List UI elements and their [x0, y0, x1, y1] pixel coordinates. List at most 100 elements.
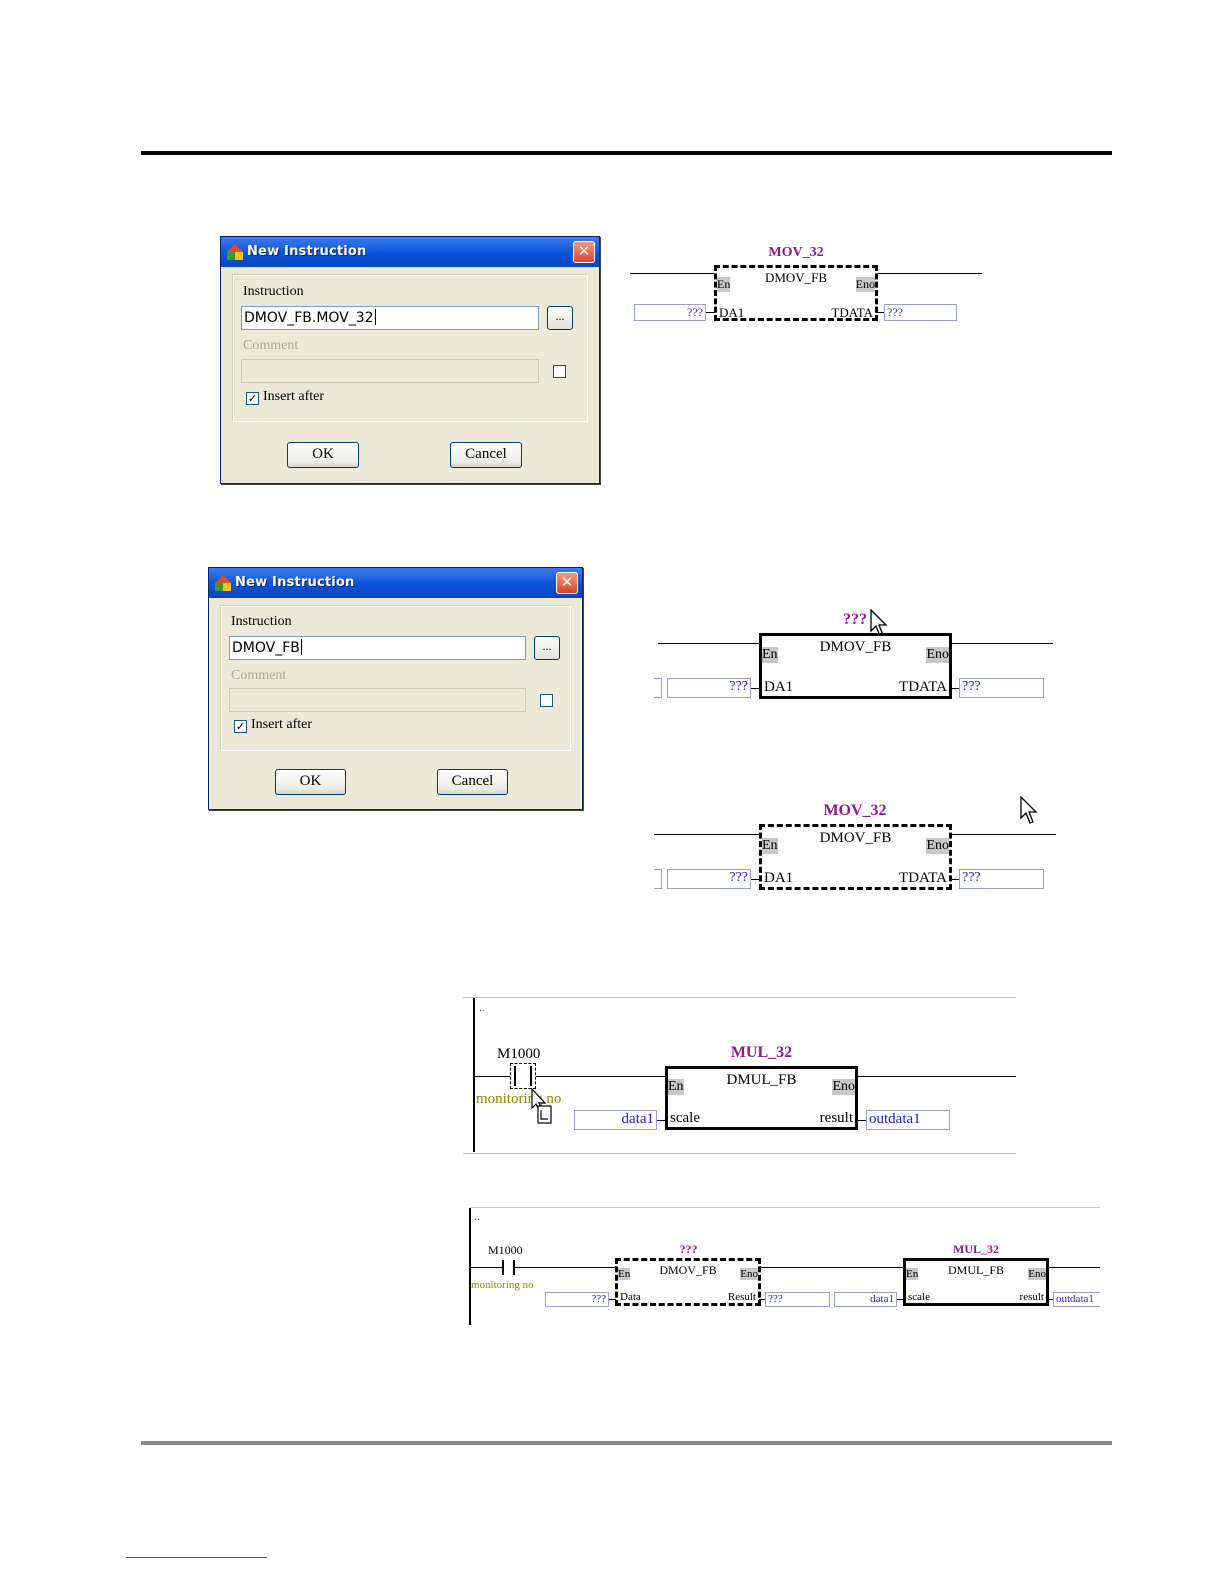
fb-type-name: DMUL_FB — [947, 1263, 1004, 1277]
pin-eno[interactable]: Eno — [926, 647, 949, 663]
pin-in[interactable]: Data — [620, 1291, 641, 1303]
input-param-box[interactable]: ??? — [545, 1292, 609, 1307]
output-param-box[interactable]: ??? — [959, 869, 1044, 889]
left-power-rail — [469, 1208, 471, 1325]
pin-en[interactable]: En — [668, 1079, 684, 1095]
fb-instance-name[interactable]: ??? — [843, 611, 867, 628]
rung-output-wire — [1047, 1267, 1100, 1268]
app-icon — [215, 575, 231, 591]
pin-in[interactable]: DA1 — [719, 305, 745, 320]
ok-button[interactable]: OK — [287, 442, 359, 468]
fb-type-name: DMOV_FB — [659, 1263, 717, 1277]
output-param-box[interactable]: ??? — [959, 678, 1044, 698]
input-param-box[interactable]: data1 — [574, 1110, 657, 1130]
input-param-box[interactable]: ??? — [634, 304, 706, 321]
pin-out[interactable]: TDATA — [899, 679, 947, 695]
close-icon[interactable]: ✕ — [573, 241, 595, 263]
input-param-box[interactable]: ??? — [667, 678, 751, 698]
input-param-wire — [609, 1299, 616, 1300]
network-separator — [463, 1153, 1016, 1154]
function-block-dmov[interactable]: DMOV_FB En Eno DA1 TDATA — [714, 265, 878, 321]
insert-after-checkbox[interactable]: ✓ — [234, 720, 247, 733]
output-param-wire — [876, 312, 885, 313]
dialog-titlebar[interactable]: New Instruction ✕ — [209, 568, 582, 598]
new-instruction-dialog-2: New Instruction ✕ Instruction DMOV_FB ..… — [208, 567, 583, 810]
pin-in[interactable]: DA1 — [764, 679, 794, 695]
network-marker: .. — [479, 1003, 486, 1014]
contact-left-bar — [502, 1260, 504, 1275]
cancel-button[interactable]: Cancel — [450, 442, 522, 468]
dialog-title: New Instruction — [235, 575, 355, 590]
network-separator — [470, 1207, 1100, 1208]
pin-en[interactable]: En — [618, 1268, 631, 1280]
pin-out[interactable]: Result — [727, 1291, 756, 1303]
output-param-wire — [856, 1120, 866, 1121]
comment-checkbox[interactable] — [540, 694, 553, 707]
browse-button[interactable]: ... — [534, 636, 560, 660]
pin-out[interactable]: result — [819, 1110, 853, 1126]
pin-eno[interactable]: Eno — [740, 1268, 758, 1280]
instruction-input-value: DMOV_FB.MOV_32 — [244, 310, 374, 326]
text-caret — [374, 309, 376, 325]
pin-en[interactable]: En — [906, 1268, 919, 1280]
insert-after-checkbox[interactable]: ✓ — [246, 392, 259, 405]
function-block-dmul[interactable]: DMUL_FB En Eno scale result — [903, 1258, 1049, 1306]
pin-en[interactable]: En — [717, 277, 731, 292]
fb-instance-name[interactable]: ??? — [679, 1242, 698, 1256]
contact-address[interactable]: M1000 — [488, 1243, 523, 1257]
browse-button[interactable]: ... — [547, 306, 573, 330]
contact-selection[interactable] — [510, 1063, 536, 1089]
input-param-wire — [657, 1120, 666, 1121]
output-param-box[interactable]: ??? — [765, 1292, 830, 1307]
function-block-dmov[interactable]: DMOV_FB En Eno Data Result — [615, 1258, 761, 1306]
pin-out[interactable]: result — [1019, 1291, 1044, 1303]
fb-instance-name[interactable]: MOV_32 — [768, 245, 824, 260]
pin-in[interactable]: scale — [670, 1110, 700, 1126]
fb-instance-name[interactable]: MUL_32 — [730, 1044, 793, 1061]
comment-checkbox[interactable] — [553, 365, 566, 378]
comment-input[interactable] — [241, 359, 539, 383]
input-param-box[interactable]: ??? — [667, 869, 751, 889]
fb-instance-name[interactable]: MOV_32 — [823, 802, 887, 819]
dialog-titlebar[interactable]: New Instruction ✕ — [221, 237, 599, 267]
pin-in[interactable]: DA1 — [764, 870, 794, 886]
comment-input[interactable] — [229, 688, 526, 712]
pin-in[interactable]: scale — [908, 1291, 930, 1303]
pin-eno[interactable]: Eno — [855, 277, 875, 292]
instruction-input[interactable]: DMOV_FB — [229, 636, 526, 660]
output-wire — [950, 643, 1053, 644]
close-icon[interactable]: ✕ — [556, 572, 578, 594]
input-param-box[interactable]: data1 — [834, 1292, 897, 1307]
network-marker: .. — [474, 1212, 481, 1223]
output-wire — [950, 834, 1056, 835]
ok-button[interactable]: OK — [275, 769, 346, 795]
fb-instance-name[interactable]: MUL_32 — [953, 1242, 999, 1256]
pin-en[interactable]: En — [762, 647, 778, 663]
partial-param-box — [654, 678, 662, 698]
pin-eno[interactable]: Eno — [1028, 1268, 1046, 1280]
function-block-dmul[interactable]: DMUL_FB En Eno scale result — [665, 1066, 858, 1130]
pin-out[interactable]: TDATA — [899, 870, 947, 886]
dialog-title: New Instruction — [247, 244, 367, 259]
function-block-dmov[interactable]: DMOV_FB En Eno DA1 TDATA — [759, 824, 952, 890]
power-rail-wire — [630, 273, 715, 274]
input-param-wire — [751, 879, 760, 880]
pin-eno[interactable]: Eno — [926, 838, 949, 854]
output-param-box[interactable]: ??? — [884, 304, 957, 321]
pin-en[interactable]: En — [762, 838, 778, 854]
output-param-box[interactable]: outdata1 — [866, 1110, 950, 1130]
arrow-cursor-icon — [1020, 796, 1038, 824]
network-separator — [463, 997, 1016, 998]
pin-eno[interactable]: Eno — [832, 1079, 855, 1095]
comment-label: Comment — [231, 668, 287, 683]
instruction-input[interactable]: DMOV_FB.MOV_32 — [241, 306, 539, 330]
insert-after-label: Insert after — [263, 389, 325, 404]
insert-after-label: Insert after — [251, 717, 313, 732]
instruction-label: Instruction — [243, 284, 304, 299]
contact-address[interactable]: M1000 — [497, 1046, 541, 1062]
function-block-dmov[interactable]: DMOV_FB En Eno DA1 TDATA — [759, 633, 952, 699]
rung-wire — [759, 1267, 904, 1268]
cancel-button[interactable]: Cancel — [437, 769, 508, 795]
output-param-box[interactable]: outdata1 — [1053, 1292, 1100, 1307]
pin-out[interactable]: TDATA — [831, 305, 873, 320]
